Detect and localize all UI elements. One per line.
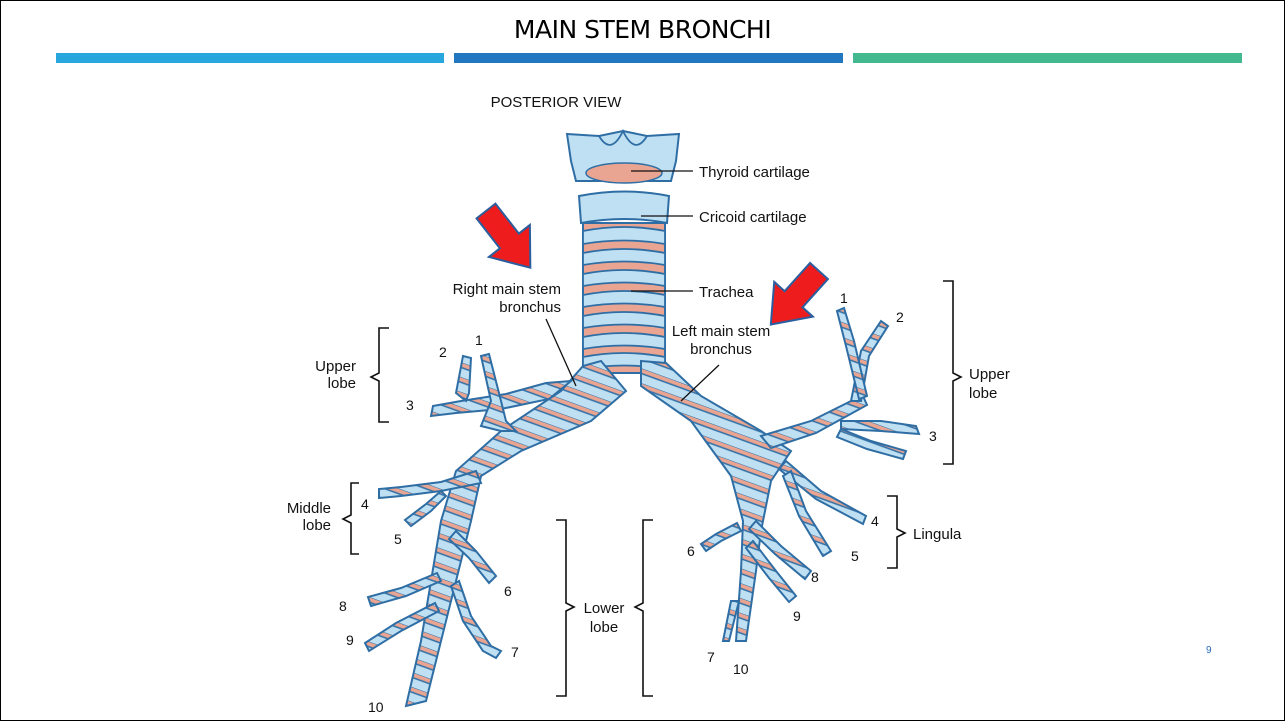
right-segment-3: 3 xyxy=(406,397,414,413)
right-segment-10: 10 xyxy=(368,699,384,715)
left-segment-1: 1 xyxy=(840,290,848,306)
left-segment-6: 6 xyxy=(687,543,695,559)
label-right-upper-line2: lobe xyxy=(328,375,356,392)
left-segment-7: 7 xyxy=(707,649,715,665)
left-segment-10: 10 xyxy=(733,661,749,677)
page-number: 9 xyxy=(1206,645,1212,656)
label-left-upper-line2: lobe xyxy=(969,385,997,402)
label-lower-line2: lobe xyxy=(590,619,618,636)
right-segment-2: 2 xyxy=(439,344,447,360)
left-segment-8: 8 xyxy=(811,569,819,585)
right-segment-9: 9 xyxy=(346,632,354,648)
label-thyroid-cartilage: Thyroid cartilage xyxy=(699,164,810,181)
right-main-bronchus-arrow-icon xyxy=(466,195,551,284)
label-right-upper-line1: Upper xyxy=(315,358,356,375)
right-segment-6: 6 xyxy=(504,583,512,599)
left-main-bronchus-shape xyxy=(641,361,791,641)
right-segment-8: 8 xyxy=(339,598,347,614)
right-segment-4: 4 xyxy=(361,496,369,512)
label-trachea: Trachea xyxy=(699,284,754,301)
right-segment-1: 1 xyxy=(475,332,483,348)
left-segment-4: 4 xyxy=(871,513,879,529)
label-lingula: Lingula xyxy=(913,526,962,543)
view-label: POSTERIOR VIEW xyxy=(491,94,623,111)
right-segment-7: 7 xyxy=(511,644,519,660)
left-segment-3: 3 xyxy=(929,428,937,444)
cricoid-cartilage-shape xyxy=(579,192,669,224)
label-left-main-line2: bronchus xyxy=(690,341,752,358)
left-segment-9: 9 xyxy=(793,608,801,624)
label-left-upper-line1: Upper xyxy=(969,366,1010,383)
left-segment-2: 2 xyxy=(896,309,904,325)
left-segment-5: 5 xyxy=(851,548,859,564)
label-left-main-line1: Left main stem xyxy=(672,323,770,340)
label-right-middle-line1: Middle xyxy=(287,500,331,517)
label-right-main-line2: bronchus xyxy=(499,299,561,316)
label-right-middle-line2: lobe xyxy=(303,517,331,534)
label-right-main-line1: Right main stem xyxy=(453,281,561,298)
label-lower-line1: Lower xyxy=(584,600,625,617)
label-cricoid-cartilage: Cricoid cartilage xyxy=(699,209,807,226)
right-segment-5: 5 xyxy=(394,531,402,547)
